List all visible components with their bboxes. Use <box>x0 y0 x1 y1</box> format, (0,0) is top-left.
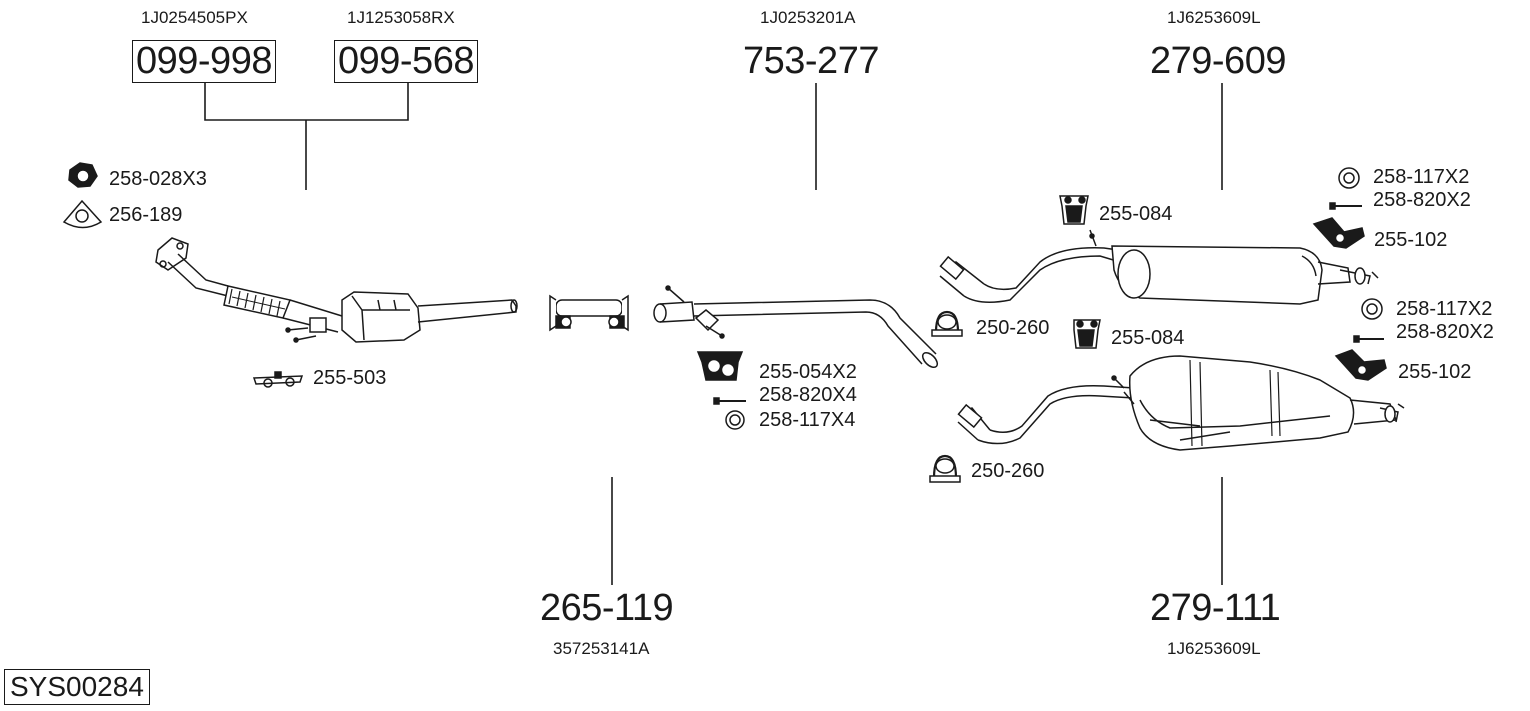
hardware-label: 258-117X2 <box>1396 298 1493 320</box>
ring-icon <box>725 410 745 430</box>
u-clamp-icon-lower <box>929 454 961 483</box>
oem-number-label: 357253141A <box>553 639 650 658</box>
hardware-label: 255-102 <box>1398 361 1472 383</box>
leader-lines <box>204 83 1223 585</box>
rear-silencer-icon-lower <box>957 355 1405 451</box>
part-number-rear-silencer: 279-609 <box>1150 40 1286 82</box>
bracket-icon-lower <box>1334 349 1387 381</box>
oem-number-label: 1J6253609L <box>1167 8 1261 27</box>
hardware-label: 255-054X2 <box>759 361 857 383</box>
rear-silencer-icon-upper <box>939 229 1379 305</box>
hardware-label: 258-820X2 <box>1396 321 1494 343</box>
hardware-label: 250-260 <box>976 317 1050 339</box>
gasket-icon <box>62 199 103 229</box>
oem-number-label: 1J1253058RX <box>347 8 455 27</box>
part-number-clamp: 265-119 <box>540 587 674 629</box>
hardware-label: 258-117X4 <box>759 409 856 431</box>
rubber-mount-icon-upper <box>1059 195 1089 225</box>
hex-nut-icon <box>68 162 98 188</box>
rubber-mount-icon <box>696 351 744 381</box>
part-number-rear-silencer-alt: 279-111 <box>1150 587 1281 629</box>
part-number-middle-pipe: 753-277 <box>743 40 879 82</box>
front-pipe-catalyst-icon <box>155 237 518 343</box>
bolt-icon-upper <box>1329 202 1362 210</box>
hardware-label: 255-102 <box>1374 229 1448 251</box>
system-code-badge: SYS00284 <box>4 669 150 705</box>
rubber-mount-icon-lower <box>1073 319 1101 349</box>
ring-icon-lower <box>1361 298 1383 320</box>
hardware-label: 258-117X2 <box>1373 166 1470 188</box>
hardware-label: 258-820X2 <box>1373 189 1471 211</box>
bracket-icon-upper <box>1312 217 1365 249</box>
hardware-label: 255-084 <box>1099 203 1173 225</box>
hardware-label: 255-503 <box>313 367 387 389</box>
hanger-icon <box>252 371 304 388</box>
part-number-catalyst-alt: 099-568 <box>334 40 478 83</box>
middle-pipe-icon <box>653 285 939 369</box>
hardware-label: 250-260 <box>971 460 1045 482</box>
bolt-icon-lower <box>1353 335 1384 343</box>
hardware-label: 258-028X3 <box>109 168 207 190</box>
hardware-label: 256-189 <box>109 204 183 226</box>
oem-number-label: 1J0253201A <box>760 8 856 27</box>
hardware-label: 255-084 <box>1111 327 1185 349</box>
ring-icon-upper <box>1338 167 1360 189</box>
part-number-catalyst: 099-998 <box>132 40 276 83</box>
oem-number-label: 1J6253609L <box>1167 639 1261 658</box>
pipe-clamp-icon <box>549 294 629 332</box>
oem-number-label: 1J0254505PX <box>141 8 248 27</box>
hardware-label: 258-820X4 <box>759 384 857 406</box>
u-clamp-icon-upper <box>931 310 963 337</box>
bolt-icon <box>713 397 746 405</box>
